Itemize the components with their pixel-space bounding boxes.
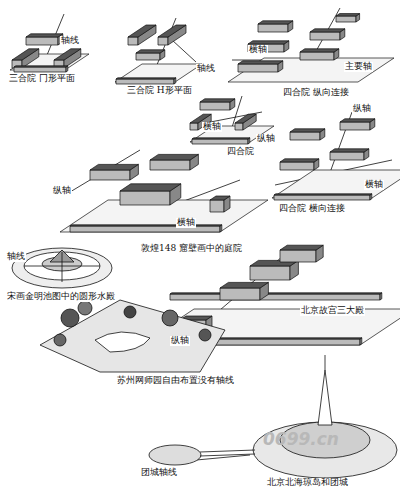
building-face	[248, 41, 289, 44]
building-face	[274, 194, 372, 195]
building-face	[120, 191, 170, 205]
building-face	[290, 129, 325, 132]
building-face	[300, 52, 334, 60]
caption-label: 轴线	[6, 252, 26, 262]
building-face	[228, 58, 394, 82]
caption-label: 宋画金明池图中的圆形水殿	[6, 292, 116, 302]
building-face	[90, 164, 138, 170]
building-face	[258, 21, 293, 24]
round-pavilion	[12, 248, 112, 288]
building-face	[200, 99, 235, 102]
caption-label: 四合院 纵向连接	[282, 88, 350, 98]
caption-label: 三合院 冂形平面	[8, 74, 76, 84]
building-face	[330, 152, 364, 160]
caption-label: 敦煌148 窟壁画中的庭院	[140, 244, 243, 254]
building-face	[192, 138, 250, 139]
caption-label: 纵轴	[256, 134, 276, 144]
building-face	[158, 25, 186, 37]
building-face	[238, 61, 283, 64]
caption-label: 纵轴	[352, 104, 372, 114]
building-face	[170, 293, 382, 294]
caption-label: 四合院 横向连接	[278, 204, 346, 214]
building-face	[330, 149, 369, 152]
building-face	[274, 195, 370, 200]
building-face	[90, 170, 130, 180]
caption-label: 三合院 H形平面	[126, 86, 193, 96]
building-face	[12, 49, 39, 60]
building-face	[192, 139, 248, 144]
building-face	[14, 67, 66, 72]
building-face	[116, 78, 176, 79]
building-face	[70, 225, 222, 226]
building-face	[336, 14, 360, 16]
building-face	[272, 170, 400, 198]
building-face	[290, 132, 320, 140]
caption-label: 轴线	[196, 64, 216, 74]
building-face	[258, 24, 288, 32]
caption-label: 主要轴	[344, 62, 373, 72]
building-face	[150, 154, 198, 160]
building-face	[190, 123, 198, 130]
caption-label: 四合院	[226, 147, 255, 157]
building-face	[158, 37, 168, 45]
caption-label: 团城轴线	[140, 468, 178, 478]
building-face	[340, 119, 375, 122]
building-face	[26, 34, 63, 37]
building-face	[250, 266, 290, 280]
caption-label: 北京北海琼岛和团城	[266, 478, 349, 488]
caption-label: 纵轴	[52, 186, 72, 196]
building-face	[200, 102, 230, 110]
watermark: 0699.cn	[262, 430, 340, 449]
building-face	[128, 25, 156, 37]
building-face	[210, 196, 230, 200]
garden	[40, 300, 225, 372]
building-face	[54, 49, 81, 60]
building-face	[235, 114, 256, 123]
caption-label: 横轴	[202, 122, 222, 132]
caption-label: 北京故宫三大殿	[300, 306, 365, 316]
building-face	[115, 64, 202, 82]
beihai-island	[149, 355, 397, 478]
building-face	[280, 250, 316, 262]
building-face	[26, 37, 58, 45]
building-face	[210, 200, 224, 212]
building-face	[238, 64, 278, 72]
building-face	[70, 226, 220, 232]
building-face	[310, 32, 340, 40]
caption-label: 横轴	[364, 180, 384, 190]
building-face	[280, 162, 314, 170]
caption-label: 横轴	[176, 218, 196, 228]
building-face	[120, 184, 181, 191]
building-face	[136, 53, 160, 60]
building-face	[300, 49, 339, 52]
building-face	[280, 159, 319, 162]
caption-label: 横轴	[248, 45, 268, 55]
building-face	[336, 16, 356, 22]
building-face	[116, 79, 174, 84]
building-face	[280, 245, 323, 250]
building-face	[235, 123, 243, 130]
caption-label: 纵轴	[170, 336, 190, 346]
caption-label: 轴线	[60, 36, 80, 46]
building-face	[310, 29, 345, 32]
building-face	[340, 122, 370, 130]
building-face	[150, 160, 190, 170]
building-face	[136, 50, 165, 53]
building-face	[14, 66, 68, 67]
building-face	[220, 288, 260, 300]
building-face	[220, 282, 268, 288]
caption-label: 苏州网师园自由布置没有轴线	[116, 376, 235, 386]
building-face	[128, 37, 138, 45]
building-face	[170, 294, 380, 300]
